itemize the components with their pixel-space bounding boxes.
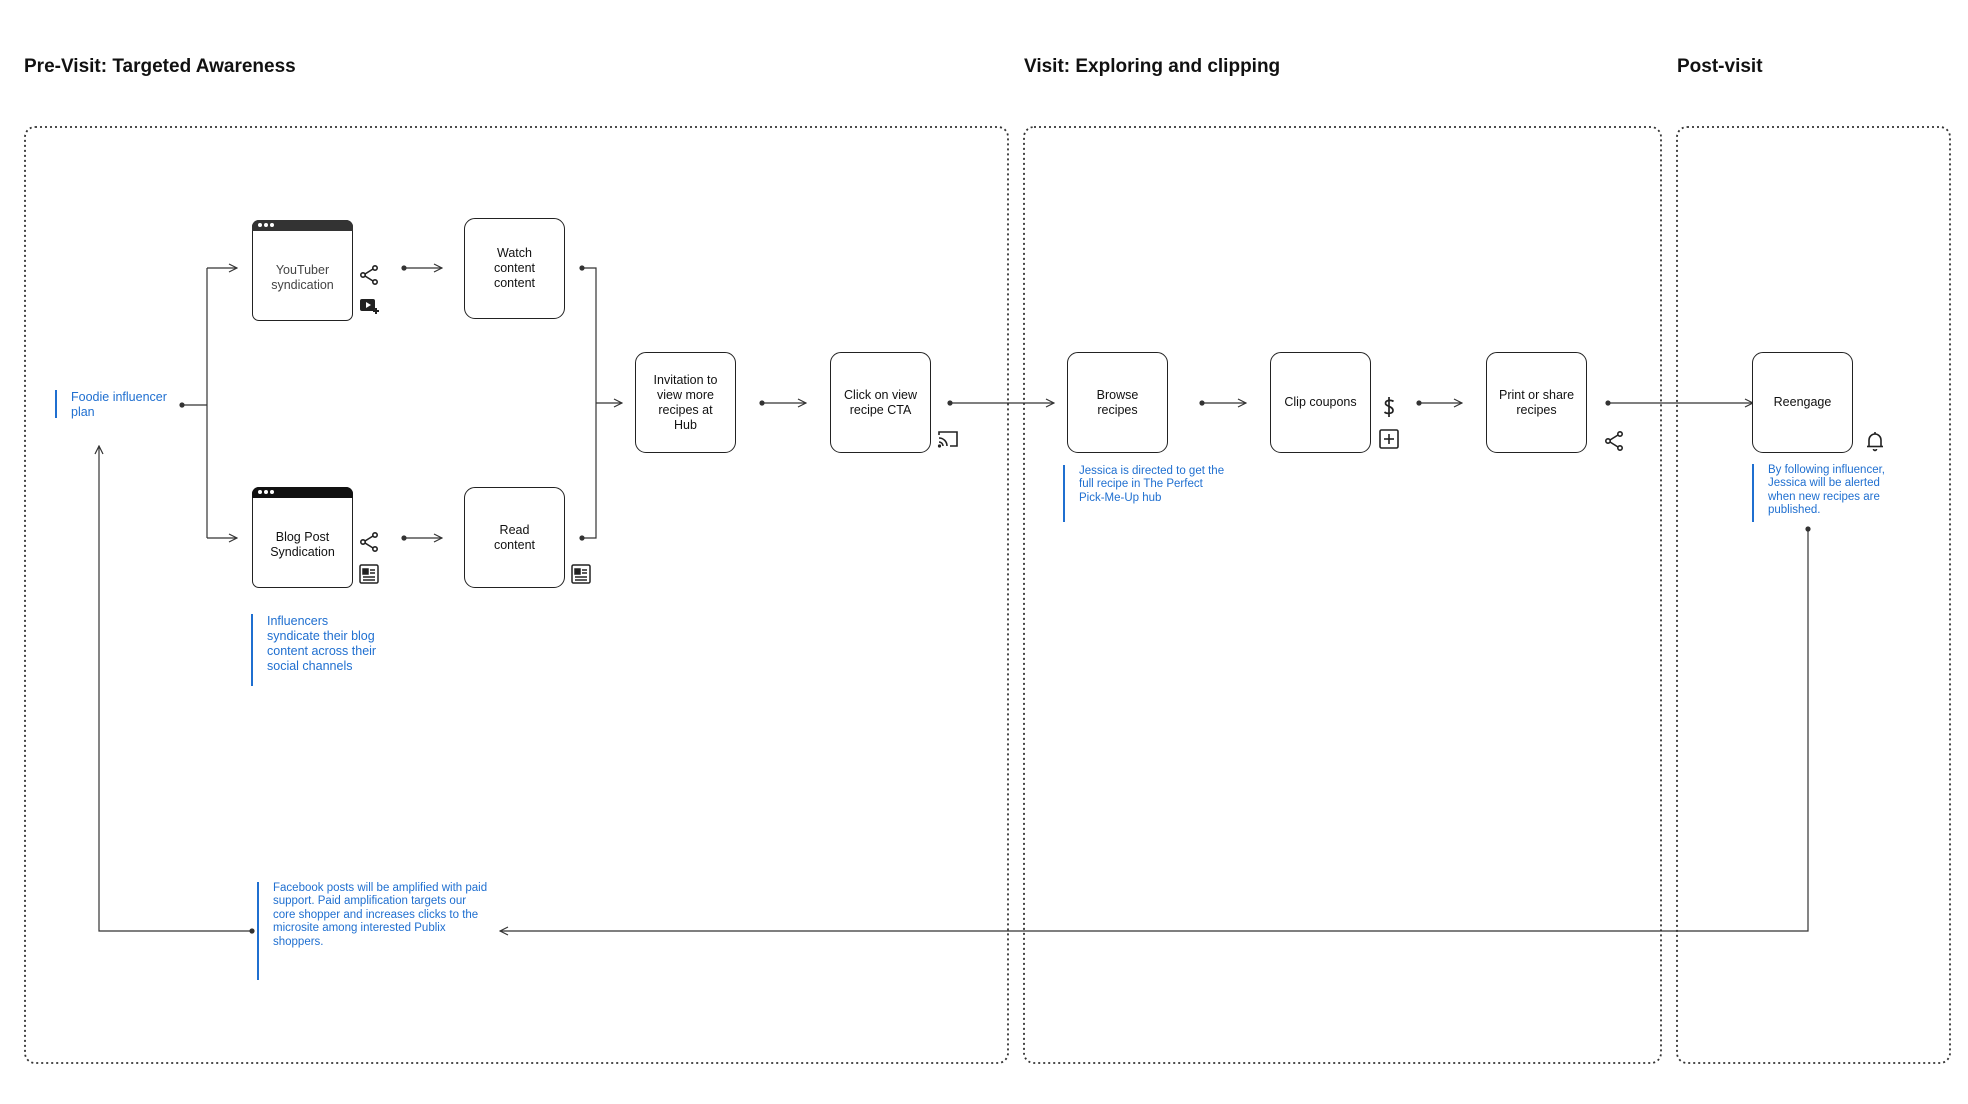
phase-title-post-visit: Post-visit: [1677, 56, 1763, 77]
phase-title-pre-visit: Pre-Visit: Targeted Awareness: [24, 56, 296, 77]
dollar-icon: [1377, 395, 1401, 419]
note-following-influencer: By following influencer, Jessica will be…: [1752, 464, 1902, 522]
node-youtuber-syndication[interactable]: YouTuber syndication: [252, 220, 353, 321]
node-reengage[interactable]: Reengage: [1752, 352, 1853, 453]
phase-container-post-visit: [1676, 126, 1951, 1064]
bell-icon: [1863, 429, 1887, 453]
note-jessica-hub: Jessica is directed to get the full reci…: [1063, 465, 1229, 522]
article-icon: [569, 562, 593, 586]
article-icon: [357, 562, 381, 586]
share-icon[interactable]: [357, 263, 381, 287]
window-bar: [252, 220, 353, 231]
node-print-share-recipes[interactable]: Print or share recipes: [1486, 352, 1587, 453]
note-influencers: Influencers syndicate their blog content…: [251, 614, 381, 686]
node-clip-coupons[interactable]: Clip coupons: [1270, 352, 1371, 453]
youtube-add-icon: [358, 295, 382, 319]
node-click-view-recipe-cta[interactable]: Click on view recipe CTA: [830, 352, 931, 453]
node-read-content[interactable]: Read content: [464, 487, 565, 588]
phase-title-visit: Visit: Exploring and clipping: [1024, 56, 1281, 77]
phase-container-pre-visit: [24, 126, 1009, 1064]
phase-container-visit: [1023, 126, 1662, 1064]
share-icon[interactable]: [1602, 429, 1626, 453]
cast-icon: [936, 427, 960, 451]
add-box-icon[interactable]: [1377, 427, 1401, 451]
note-foodie-plan: Foodie influencer plan: [55, 390, 175, 419]
node-watch-content[interactable]: Watch content content: [464, 218, 565, 319]
note-facebook-amplification: Facebook posts will be amplified with pa…: [257, 882, 489, 980]
share-icon[interactable]: [357, 530, 381, 554]
node-blog-post-syndication[interactable]: Blog Post Syndication: [252, 487, 353, 588]
window-bar: [252, 487, 353, 498]
node-browse-recipes[interactable]: Browse recipes: [1067, 352, 1168, 453]
node-invitation-hub[interactable]: Invitation to view more recipes at Hub: [635, 352, 736, 453]
